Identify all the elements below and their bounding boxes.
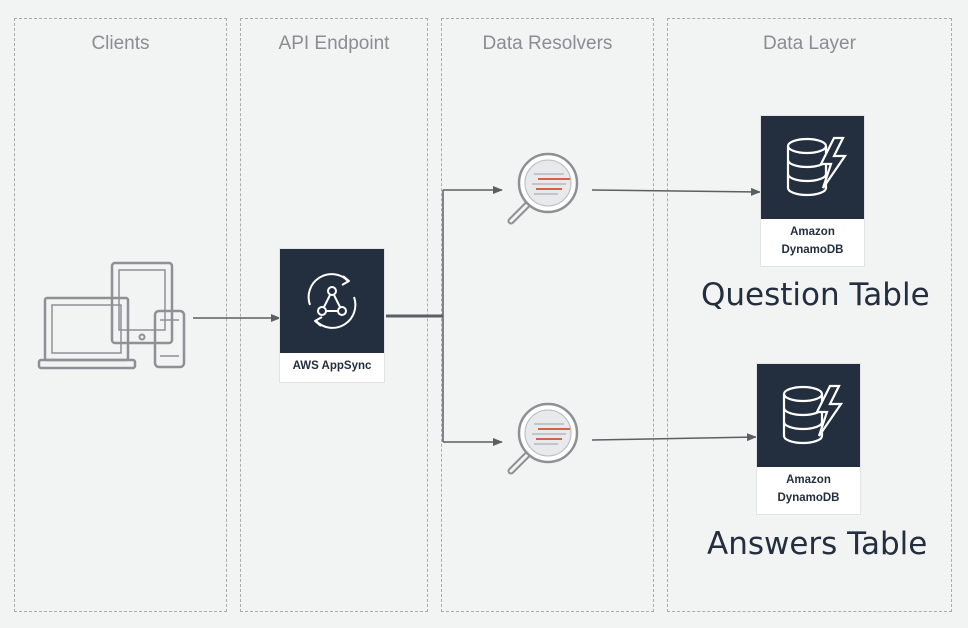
dynamodb-question-label: Amazon DynamoDB <box>761 223 864 259</box>
lane-clients: Clients <box>14 18 227 612</box>
arrow-resolver-1-to-question-table <box>591 187 761 196</box>
answers-table-caption: Answers Table <box>707 526 928 562</box>
lane-title-clients: Clients <box>91 33 150 54</box>
question-table-caption: Question Table <box>701 277 930 313</box>
dynamodb-answers-label: Amazon DynamoDB <box>757 471 860 507</box>
dynamodb-question-label-line1: Amazon <box>790 226 835 238</box>
dynamodb-question-label-line2: DynamoDB <box>781 244 844 256</box>
appsync-service: AWS AppSync <box>280 249 384 382</box>
dynamodb-answers-label-line2: DynamoDB <box>777 492 840 504</box>
dynamodb-icon <box>757 364 860 467</box>
dynamodb-icon <box>761 116 864 219</box>
appsync-label: AWS AppSync <box>292 360 372 372</box>
arrow-resolver-2-to-answers-table <box>591 433 757 442</box>
lane-title-data-layer: Data Layer <box>763 33 856 54</box>
dynamodb-question-service: Amazon DynamoDB <box>761 116 864 266</box>
devices-icon <box>37 261 186 370</box>
appsync-icon <box>280 249 384 353</box>
dynamodb-answers-label-line1: Amazon <box>786 474 831 486</box>
lane-title-api-endpoint: API Endpoint <box>278 33 390 54</box>
resolver-magnifier-icon <box>507 152 579 225</box>
lane-data-layer: Data Layer <box>667 18 952 612</box>
resolver-magnifier-icon <box>507 402 579 475</box>
lane-title-data-resolvers: Data Resolvers <box>482 33 613 54</box>
dynamodb-answers-service: Amazon DynamoDB <box>757 364 860 514</box>
